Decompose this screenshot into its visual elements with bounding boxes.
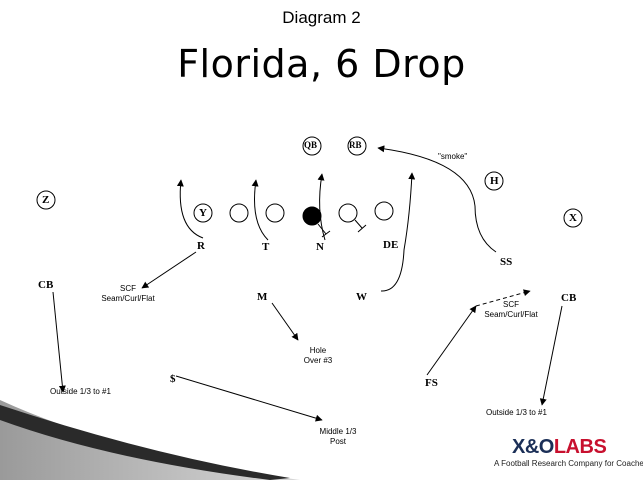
player-h-circle — [484, 171, 504, 191]
defender-r: R — [197, 240, 205, 252]
page-title: Florida, 6 Drop — [177, 42, 466, 86]
block-mark-2 — [354, 219, 367, 233]
route-n — [317, 173, 326, 241]
defender-cb-right: CB — [561, 292, 577, 304]
route-ss-smoke — [377, 145, 497, 253]
note-middle-line2: Post — [329, 437, 346, 446]
lineman-4 — [338, 203, 358, 223]
defender-de: DE — [383, 239, 399, 251]
diagram-label: Diagram 2 — [282, 8, 361, 27]
lineman-5 — [374, 201, 394, 221]
logo-tagline: A Football Research Company for Coaches — [494, 459, 643, 468]
defender-m: M — [257, 291, 268, 303]
player-rb: RB — [349, 140, 362, 150]
logo-wordmark: X&OLABS — [512, 436, 607, 459]
player-qb: QB — [304, 140, 318, 150]
defender-cb-left: CB — [38, 279, 54, 291]
note-hole-line2: Over #3 — [303, 356, 333, 365]
player-qb-circle — [302, 136, 322, 156]
note-scf-right-line2: Seam/Curl/Flat — [484, 310, 538, 319]
defender-s: $ — [170, 373, 176, 385]
route-cb-left — [52, 291, 66, 393]
route-fs — [426, 305, 477, 376]
note-scf-right-line1: SCF — [503, 300, 519, 309]
route-fs-dash — [475, 289, 531, 307]
note-scf-left-line2: Seam/Curl/Flat — [101, 294, 155, 303]
note-scf-right: SCF Seam/Curl/Flat — [476, 300, 546, 320]
player-x-circle — [563, 208, 583, 228]
lineman-2 — [265, 203, 285, 223]
note-hole-line1: Hole — [309, 346, 327, 355]
decor-swoosh — [0, 400, 300, 480]
defender-w: W — [356, 291, 367, 303]
note-middle: Middle 1/3 Post — [306, 427, 370, 447]
defender-ss: SS — [500, 256, 513, 268]
route-r — [176, 179, 204, 239]
defender-t: T — [262, 241, 270, 253]
defender-n: N — [316, 241, 324, 253]
note-scf-left: SCF Seam/Curl/Flat — [93, 284, 163, 304]
route-cb-right — [539, 305, 563, 406]
route-m — [271, 302, 299, 341]
player-rb-circle — [347, 136, 367, 156]
route-s — [175, 375, 323, 422]
player-z: Z — [42, 194, 50, 206]
logo-labs: LABS — [553, 436, 607, 458]
player-z-circle — [36, 190, 56, 210]
xo-labs-logo: X&OLABS A Football Research Company for … — [478, 436, 643, 472]
note-scf-left-line1: SCF — [120, 284, 136, 293]
logo-xo: X&O — [512, 436, 554, 458]
lineman-1 — [229, 203, 249, 223]
route-t — [251, 179, 269, 241]
defender-fs: FS — [425, 377, 438, 389]
route-r-scf — [141, 251, 197, 289]
route-w — [380, 172, 416, 292]
player-y: Y — [199, 207, 207, 219]
note-hole: Hole Over #3 — [286, 346, 350, 366]
player-h: H — [490, 175, 499, 187]
note-outside-left: Outside 1/3 to #1 — [50, 387, 111, 396]
note-middle-line1: Middle 1/3 — [319, 427, 357, 436]
player-x: X — [569, 212, 577, 224]
player-y-circle — [193, 203, 213, 223]
note-outside-right: Outside 1/3 to #1 — [486, 408, 547, 417]
center-ball — [302, 206, 322, 226]
note-smoke: "smoke" — [438, 152, 468, 161]
